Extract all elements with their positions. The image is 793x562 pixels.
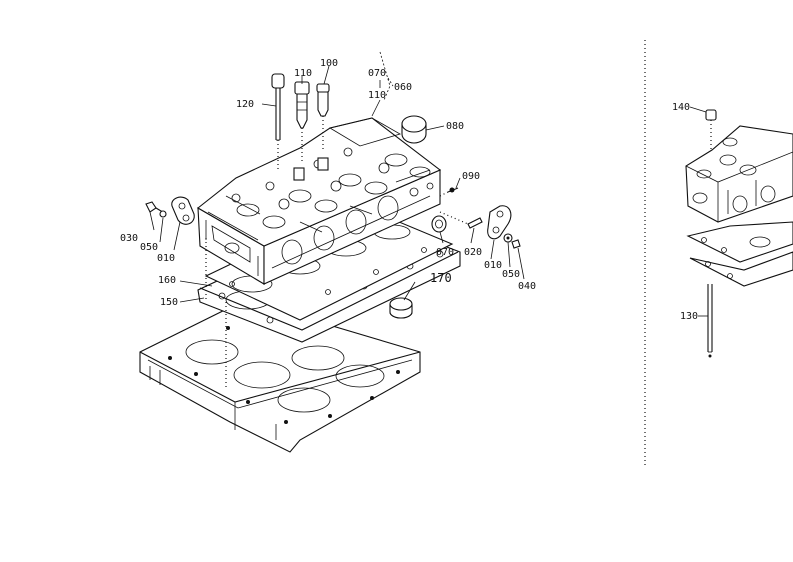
label-100: 100 xyxy=(320,58,338,69)
label-110-group: 110 xyxy=(368,90,386,101)
part-070-seal xyxy=(431,215,447,233)
part-050-040-right xyxy=(503,233,521,249)
part-labels: 120 110 100 070 110 060 080 090 070 020 … xyxy=(120,58,536,308)
label-020: 020 xyxy=(464,247,482,258)
label-030: 030 xyxy=(120,233,138,244)
label-120: 120 xyxy=(236,99,254,110)
label-170: 170 xyxy=(430,271,452,285)
part-090-pin xyxy=(439,187,459,197)
part-030-050-left xyxy=(145,201,167,218)
leader-lines xyxy=(149,51,525,303)
cylinder-head xyxy=(197,117,442,285)
part-110-nozzle-holder xyxy=(294,81,310,162)
label-050-left: 050 xyxy=(140,242,158,253)
part-170-plug xyxy=(389,297,413,319)
part-100-nozzle xyxy=(316,83,330,152)
part-080-cap xyxy=(401,115,427,144)
label-090: 090 xyxy=(462,171,480,182)
label-060: 060 xyxy=(394,82,412,93)
label-080: 080 xyxy=(446,121,464,132)
label-070: 070 xyxy=(436,247,454,258)
part-010-right-bracket xyxy=(487,205,512,240)
right-partial-view: 140 130 xyxy=(672,102,793,358)
label-150: 150 xyxy=(160,297,178,308)
part-120-long-bolt xyxy=(271,73,285,172)
label-160: 160 xyxy=(158,275,176,286)
label-110: 110 xyxy=(294,68,312,79)
label-010-left: 010 xyxy=(157,253,175,264)
label-070-top: 070 xyxy=(368,68,386,79)
label-040: 040 xyxy=(518,281,536,292)
label-130: 130 xyxy=(680,311,698,322)
engine-block xyxy=(139,299,421,453)
part-010-left-bracket xyxy=(171,196,195,225)
label-140: 140 xyxy=(672,102,690,113)
label-050-right: 050 xyxy=(502,269,520,280)
part-020-stud xyxy=(439,211,483,229)
label-010-right: 010 xyxy=(484,260,502,271)
